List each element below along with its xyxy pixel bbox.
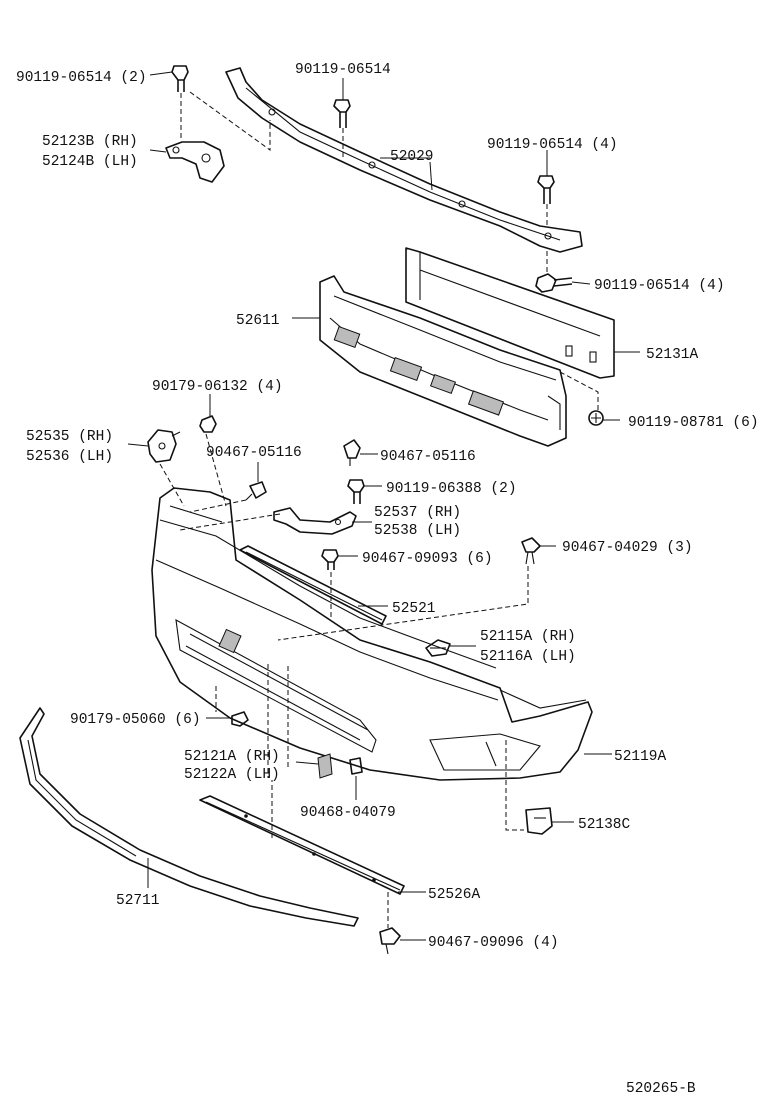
label-52116a-lh: 52116A (LH) bbox=[480, 649, 576, 665]
label-52521: 52521 bbox=[392, 601, 436, 617]
clip-90467-05116-center-icon bbox=[343, 439, 361, 466]
label-90467-09096-4: 90467-09096 (4) bbox=[428, 935, 559, 951]
label-90467-09093-6: 90467-09093 (6) bbox=[362, 551, 493, 567]
bracket-52123b-icon bbox=[165, 141, 225, 183]
label-52115a-rh: 52115A (RH) bbox=[480, 629, 576, 645]
bolt-90119-06514-left-icon bbox=[171, 65, 189, 92]
retainer-52115a-icon bbox=[425, 639, 451, 657]
clip-90467-05116-left-icon bbox=[245, 481, 267, 501]
label-52526a: 52526A bbox=[428, 887, 481, 903]
label-90119-06388-2: 90119-06388 (2) bbox=[386, 481, 517, 497]
label-52124b-lh: 52124B (LH) bbox=[42, 154, 138, 170]
bolt-90119-06514-right-top-icon bbox=[537, 175, 555, 204]
label-90119-08781-6: 90119-08781 (6) bbox=[628, 415, 759, 431]
energy-absorber-52611-icon bbox=[319, 275, 567, 447]
label-52611: 52611 bbox=[236, 313, 280, 329]
label-52122a-lh: 52122A (LH) bbox=[184, 767, 280, 783]
retainer-52131a-icon bbox=[405, 247, 615, 379]
bumper-cover-52119a-icon bbox=[151, 487, 593, 781]
lower-moulding-52526a-icon bbox=[199, 795, 405, 895]
label-90467-05116-left: 90467-05116 bbox=[206, 445, 302, 461]
label-90179-06132-4: 90179-06132 (4) bbox=[152, 379, 283, 395]
label-52131a: 52131A bbox=[646, 347, 699, 363]
upper-moulding-52521-icon bbox=[239, 545, 387, 625]
label-52711: 52711 bbox=[116, 893, 160, 909]
label-52537-rh: 52537 (RH) bbox=[374, 505, 461, 521]
label-52535-rh: 52535 (RH) bbox=[26, 429, 113, 445]
nut-90179-05060-icon bbox=[231, 711, 249, 727]
label-90179-05060-6: 90179-05060 (6) bbox=[70, 712, 201, 728]
clip-90467-09093-icon bbox=[321, 549, 339, 570]
label-90119-06514: 90119-06514 bbox=[295, 62, 391, 78]
label-90467-04029-3: 90467-04029 (3) bbox=[562, 540, 693, 556]
bolt-90119-06514-top-icon bbox=[333, 99, 351, 128]
clip-90467-04029-icon bbox=[521, 537, 541, 565]
label-52123b-rh: 52123B (RH) bbox=[42, 134, 138, 150]
label-52121a-rh: 52121A (RH) bbox=[184, 749, 280, 765]
grille-52121a-icon bbox=[317, 753, 333, 779]
label-52536-lh: 52536 (LH) bbox=[26, 449, 113, 465]
label-90119-06514-2: 90119-06514 (2) bbox=[16, 70, 147, 86]
reinforcement-52029-icon bbox=[225, 67, 583, 253]
support-52537-icon bbox=[273, 507, 357, 535]
side-bracket-52535-icon bbox=[147, 429, 181, 463]
clip-90467-09096-icon bbox=[379, 927, 401, 955]
label-52029: 52029 bbox=[390, 149, 434, 165]
label-90468-04079: 90468-04079 bbox=[300, 805, 396, 821]
label-90119-06514-4-side: 90119-06514 (4) bbox=[594, 278, 725, 294]
label-52119a: 52119A bbox=[614, 749, 667, 765]
bolt-90119-06388-icon bbox=[347, 479, 365, 504]
screw-90119-08781-icon bbox=[588, 410, 604, 426]
diagram-id: 520265-B bbox=[626, 1081, 696, 1097]
nut-90179-06132-icon bbox=[199, 415, 217, 433]
label-90119-06514-4-top: 90119-06514 (4) bbox=[487, 137, 618, 153]
spoiler-52711-icon bbox=[19, 707, 359, 927]
label-52138c: 52138C bbox=[578, 817, 631, 833]
plate-52138c-icon bbox=[525, 807, 553, 835]
label-90467-05116-center: 90467-05116 bbox=[380, 449, 476, 465]
clip-90468-04079-icon bbox=[349, 757, 363, 775]
bolt-90119-06514-right-side-icon bbox=[535, 273, 573, 293]
label-52538-lh: 52538 (LH) bbox=[374, 523, 461, 539]
